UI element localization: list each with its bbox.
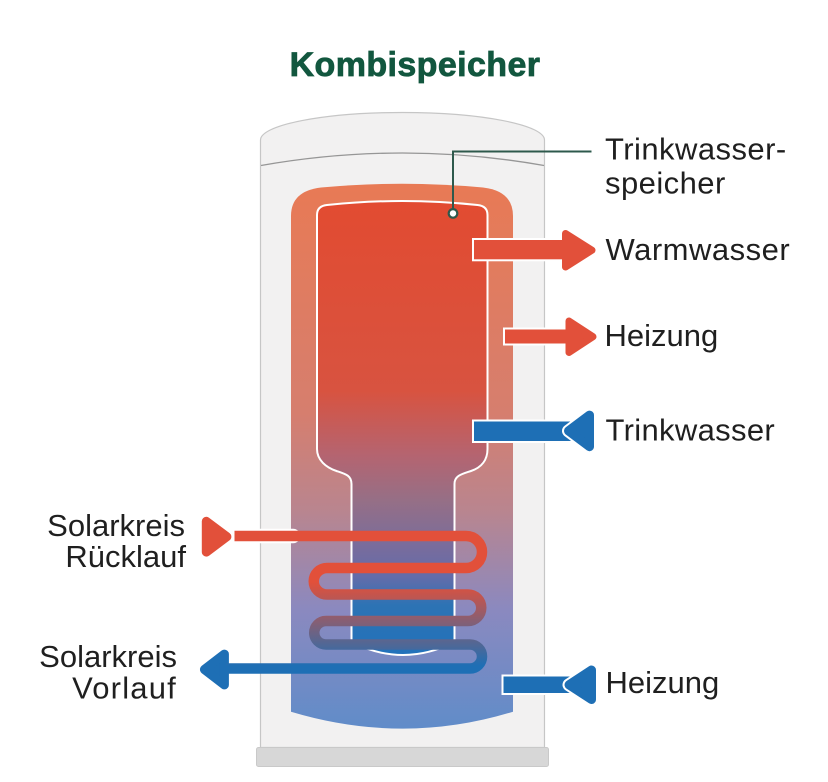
svg-text:Heizung: Heizung [606,665,720,700]
svg-text:Trinkwasser-: Trinkwasser- [605,132,787,167]
svg-text:speicher: speicher [605,165,726,200]
svg-text:Warmwasser: Warmwasser [606,232,791,267]
svg-text:Kombispeicher: Kombispeicher [290,46,541,84]
svg-text:Solarkreis: Solarkreis [47,508,185,543]
svg-text:Trinkwasser: Trinkwasser [606,413,776,448]
svg-text:Heizung: Heizung [605,318,719,353]
svg-text:Vorlauf: Vorlauf [72,671,177,706]
svg-text:Solarkreis: Solarkreis [39,639,177,674]
svg-text:Rücklauf: Rücklauf [65,539,186,574]
